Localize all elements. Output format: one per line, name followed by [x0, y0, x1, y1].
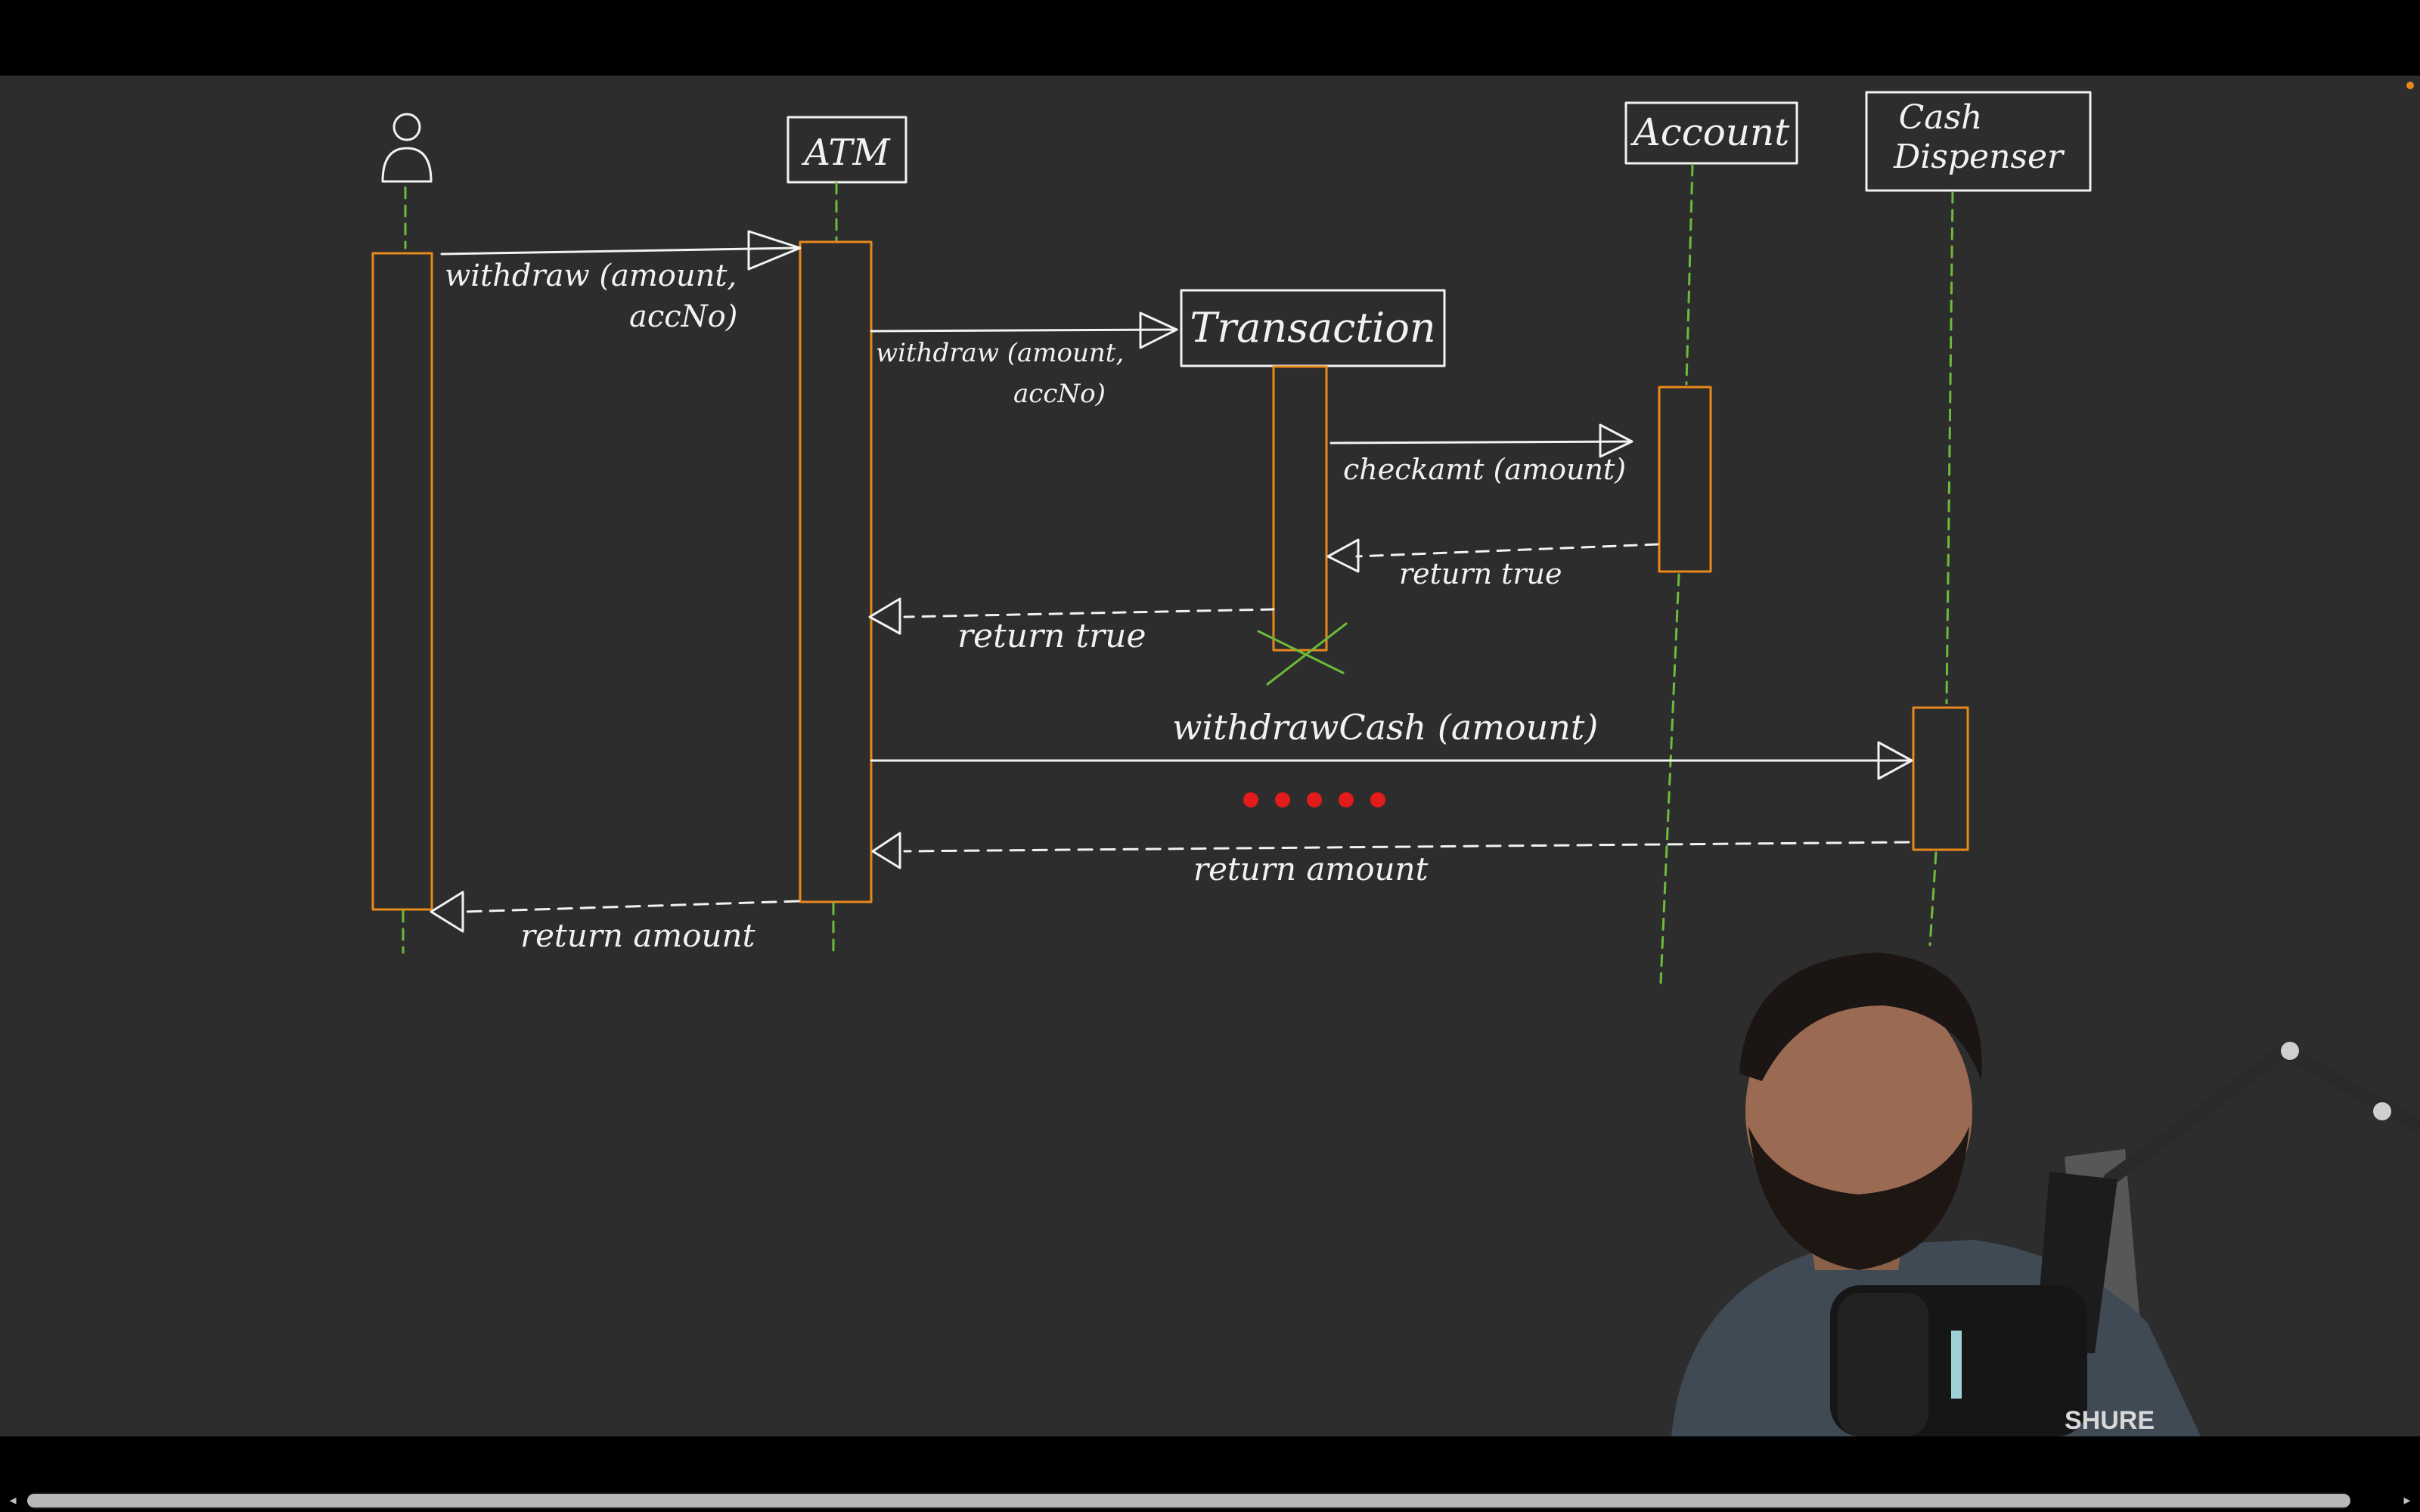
transaction-activation: [1272, 365, 1328, 652]
presenter-webcam: SHURE: [1656, 930, 2420, 1436]
message-arrow-return-true-account: [1326, 538, 1659, 573]
message-arrow-withdraw-cash: [870, 741, 1913, 780]
transaction-destroy-mark: [1257, 622, 1348, 686]
scroll-left-arrow-icon[interactable]: ◂: [9, 1492, 17, 1508]
message-arrow-return-amount-dispenser: [871, 832, 1910, 869]
account-box: [1624, 101, 1798, 165]
whiteboard-canvas: ATM Transaction Account Cash Dispenser w…: [0, 76, 2420, 1436]
atm-label: ATM: [801, 132, 891, 174]
recording-indicator: [2406, 82, 2414, 89]
cash-dispenser-label-line2: Dispenser: [1893, 138, 2065, 176]
message-label-return-amount-dispenser: return amount: [1193, 850, 1429, 888]
message-label-return-true-account: return true: [1399, 557, 1562, 590]
top-letterbox: [0, 0, 2420, 76]
mic-brand-label: SHURE: [2065, 1406, 2155, 1435]
account-lifeline: [1685, 163, 1694, 386]
message-label-withdraw-transaction-line2: accNo): [1013, 379, 1106, 409]
message-arrow-checkamt: [1329, 423, 1634, 458]
cash-dispenser-label-line1: Cash: [1899, 98, 1983, 137]
message-arrow-return-amount-atm: [430, 891, 800, 933]
message-label-withdraw-transaction-line1: withdraw (amount,: [876, 338, 1124, 368]
cash-dispenser-lifeline-tail: [1928, 851, 1938, 947]
message-label-checkamt: checkamt (amount): [1343, 453, 1626, 486]
message-arrow-return-true-transaction: [868, 597, 1275, 635]
account-label: Account: [1630, 110, 1791, 154]
atm-activation: [799, 240, 873, 903]
scrollbar-thumb[interactable]: [27, 1494, 2350, 1507]
message-label-return-true-transaction: return true: [957, 617, 1146, 655]
message-label-withdraw-atm-line2: accNo): [629, 299, 737, 334]
cash-dispenser-activation: [1912, 706, 1969, 851]
transaction-label: Transaction: [1190, 304, 1435, 352]
cash-dispenser-box: [1865, 91, 2092, 192]
message-label-withdraw-cash: withdrawCash (amount): [1172, 707, 1598, 748]
message-label-return-amount-atm: return amount: [520, 917, 755, 954]
message-arrow-withdraw-atm: [440, 230, 802, 271]
message-arrow-withdraw-transaction: [870, 311, 1178, 349]
laser-pointer-trail: [1243, 792, 1385, 807]
cash-dispenser-lifeline: [1945, 191, 1954, 705]
actor-activation: [371, 252, 433, 911]
atm-box: [786, 116, 908, 184]
message-label-withdraw-atm-line1: withdraw (amount,: [445, 259, 737, 293]
sequence-diagram: ATM Transaction Account Cash Dispenser w…: [371, 91, 2092, 984]
account-activation: [1658, 386, 1712, 573]
scroll-right-arrow-icon[interactable]: ▸: [2403, 1492, 2411, 1508]
account-lifeline-tail: [1659, 573, 1680, 984]
horizontal-scrollbar[interactable]: [27, 1492, 2350, 1509]
actor-icon: [381, 113, 433, 183]
